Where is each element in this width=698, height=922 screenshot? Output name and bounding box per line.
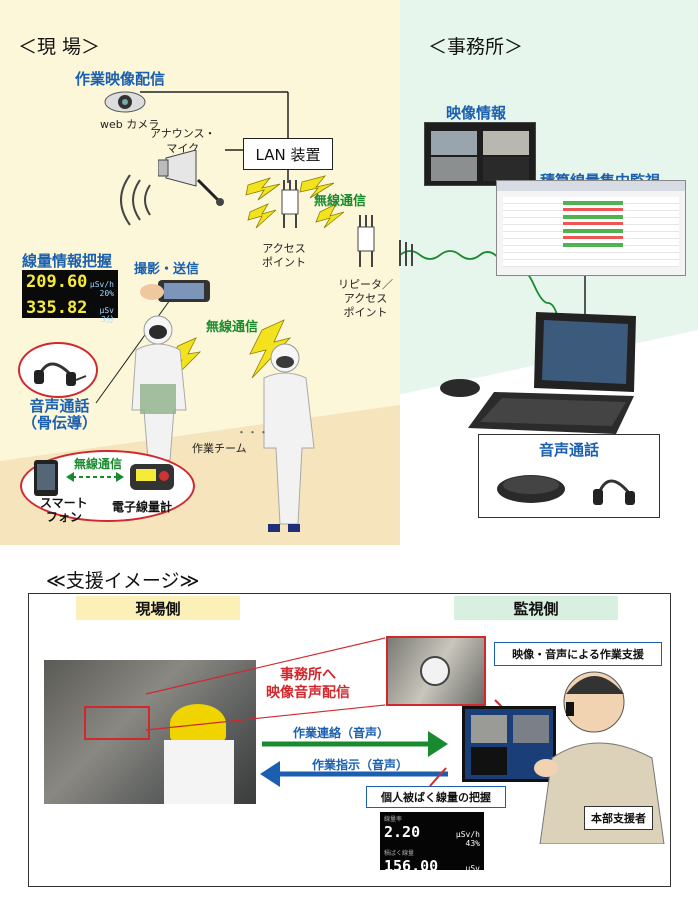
lightning-icon bbox=[299, 175, 335, 199]
dosimeter-label: 電子線量計 bbox=[112, 500, 173, 514]
exposure-label: 個人被ばく線量の把握 bbox=[366, 786, 506, 808]
smartphone-icon bbox=[34, 460, 58, 496]
dosimeter-icon bbox=[130, 464, 174, 490]
office-heading: ＜事務所＞ bbox=[428, 36, 524, 58]
video-info-screen bbox=[424, 122, 536, 186]
phone-capture-icon bbox=[140, 280, 210, 302]
site-heading: ＜現 場＞ bbox=[18, 36, 101, 58]
smartphone-label: スマート フォン bbox=[40, 496, 88, 524]
video-info-title: 映像情報 bbox=[446, 104, 507, 122]
mini-dose-total-label: 積ばく線量 bbox=[384, 850, 415, 857]
antenna-icon bbox=[399, 240, 413, 266]
dose-info-title: 線量情報把握 bbox=[22, 252, 113, 270]
monitor-side-tab: 監視側 bbox=[454, 596, 618, 620]
lightning-icon bbox=[247, 203, 277, 229]
dose-total-min: 3分 bbox=[101, 315, 114, 324]
mini-dose-total-min: 600分 bbox=[457, 873, 480, 882]
mini-dose-rate-pct: 43% bbox=[465, 839, 480, 848]
dose-total-unit: μSv bbox=[99, 306, 114, 315]
support-heading: ≪支援イメージ≫ bbox=[46, 570, 200, 592]
dose-total-value: 335.82 bbox=[26, 298, 88, 318]
video-support-label: 映像・音声による作業支援 bbox=[494, 642, 662, 666]
dose-rate-pct: 20% bbox=[99, 289, 114, 298]
double-arrow bbox=[66, 472, 124, 482]
access-point-label: アクセス ポイント bbox=[262, 242, 306, 269]
headset-icon bbox=[34, 362, 87, 386]
lan-device: LAN 装置 bbox=[243, 138, 333, 170]
office-voice-box: 音声通話 bbox=[478, 434, 660, 518]
lightning-icon bbox=[315, 203, 345, 229]
voice-call-label-office: 音声通話 bbox=[538, 441, 599, 459]
voice-call-label-site: 音声通話 （骨伝導） bbox=[22, 397, 98, 432]
support-arrows bbox=[145, 637, 513, 787]
zoom-photo bbox=[386, 636, 486, 706]
speakerphone-icon bbox=[497, 475, 635, 505]
hq-supporter-label: 本部支援者 bbox=[584, 806, 653, 830]
mini-dose-rate-unit: μSv/h bbox=[455, 830, 480, 839]
repeater-icon bbox=[357, 215, 375, 267]
camera-icon bbox=[104, 91, 146, 113]
stream-to-office-label: 事務所へ 映像音声配信 bbox=[266, 667, 350, 701]
repeater-label: リピータ／ アクセス ポイント bbox=[338, 278, 393, 319]
work-instruction-label: 作業指示（音声） bbox=[312, 758, 409, 772]
dose-monitor-screen bbox=[496, 180, 686, 276]
mini-dose-total-value: 156.00 bbox=[384, 857, 439, 875]
site-photo bbox=[44, 660, 256, 804]
mini-dose-total-unit: μSv bbox=[465, 864, 480, 873]
mini-dose-rate-label: 線量率 bbox=[384, 816, 403, 823]
connection-lines bbox=[95, 91, 586, 404]
wireless-label-ap: 無線通信 bbox=[314, 194, 367, 209]
laptop-icon bbox=[440, 312, 636, 434]
dose-rate-unit: μSv/h bbox=[89, 280, 114, 289]
access-point-icon bbox=[281, 180, 299, 228]
web-camera-label: web カメラ bbox=[100, 118, 160, 131]
wireless-label-devices: 無線通信 bbox=[74, 457, 123, 471]
mini-dose-rate-value: 2.20 bbox=[384, 823, 421, 841]
dose-rate-value: 209.60 bbox=[26, 272, 88, 292]
wireless-label-worker: 無線通信 bbox=[206, 320, 259, 335]
work-team-label: 作業チーム bbox=[192, 442, 247, 455]
site-side-tab: 現場側 bbox=[76, 596, 240, 620]
work-contact-label: 作業連絡（音声） bbox=[293, 726, 390, 740]
worker-figure bbox=[263, 343, 315, 532]
worker-figure bbox=[131, 315, 187, 461]
video-stream-title: 作業映像配信 bbox=[75, 70, 166, 88]
team-dots: ・・・ bbox=[236, 426, 269, 439]
bone-conduction-oval bbox=[18, 342, 98, 398]
capture-title: 撮影・送信 bbox=[134, 262, 200, 277]
operator-figure bbox=[534, 671, 665, 844]
megaphone-icon bbox=[158, 150, 224, 206]
lightning-icon bbox=[245, 177, 281, 201]
